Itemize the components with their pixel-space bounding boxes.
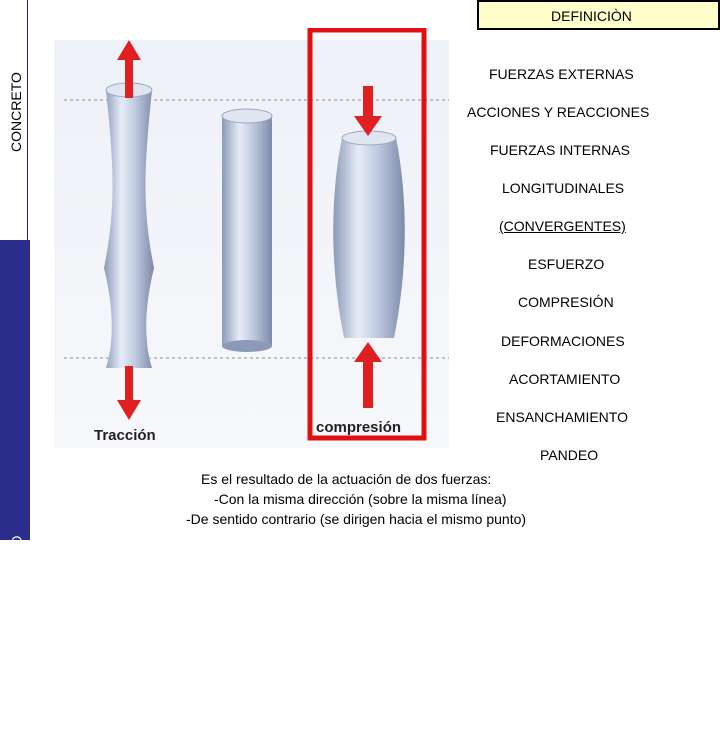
arrow-down-compress-icon	[354, 86, 382, 136]
sidebar-concreto-label: CONCRETO	[8, 72, 24, 152]
description-line-1: Es el resultado de la actuación de dos f…	[201, 471, 492, 487]
term-esfuerzo: ESFUERZO	[528, 256, 605, 272]
term-fuerzas-internas: FUERZAS INTERNAS	[490, 142, 631, 158]
description-line-3: -De sentido contrario (se dirigen hacia …	[186, 511, 527, 527]
sidebar-espacio-label: ESPACIO Y MATERIALIDAD	[9, 535, 25, 710]
sidebar-concreto: CONCRETO	[0, 0, 28, 240]
arrow-down-icon	[117, 366, 141, 420]
arrow-up-icon	[117, 40, 141, 98]
title-box: DEFINICIÒN	[477, 0, 720, 30]
term-deformaciones: DEFORMACIONES	[501, 333, 625, 349]
neutral-specimen-bottom	[222, 340, 272, 352]
term-acciones-reacciones: ACCIONES Y REACCIONES	[467, 104, 650, 120]
term-ensanchamiento: ENSANCHAMIENTO	[496, 409, 628, 425]
neutral-specimen	[222, 116, 272, 346]
traction-specimen	[104, 90, 154, 368]
description-line-2: -Con la misma dirección (sobre la misma …	[214, 491, 507, 507]
sidebar-espacio: ESPACIO Y MATERIALIDAD	[0, 240, 30, 709]
term-fuerzas-externas: FUERZAS EXTERNAS	[489, 66, 634, 82]
arrow-up-compress-icon	[354, 342, 382, 408]
term-acortamiento: ACORTAMIENTO	[509, 371, 621, 387]
compression-label: compresión	[316, 419, 401, 436]
term-pandeo: PANDEO	[540, 447, 599, 463]
compression-highlight-frame	[307, 28, 427, 441]
term-compresion: COMPRESIÓN	[518, 294, 614, 310]
compression-specimen	[333, 138, 405, 338]
term-convergentes: (CONVERGENTES)	[499, 218, 626, 234]
forces-illustration: Tracción compresión	[54, 28, 449, 448]
traction-label: Tracción	[94, 427, 156, 444]
neutral-specimen-top	[221, 108, 273, 124]
term-longitudinales: LONGITUDINALES	[502, 180, 625, 196]
page-title: DEFINICIÒN	[551, 8, 632, 24]
